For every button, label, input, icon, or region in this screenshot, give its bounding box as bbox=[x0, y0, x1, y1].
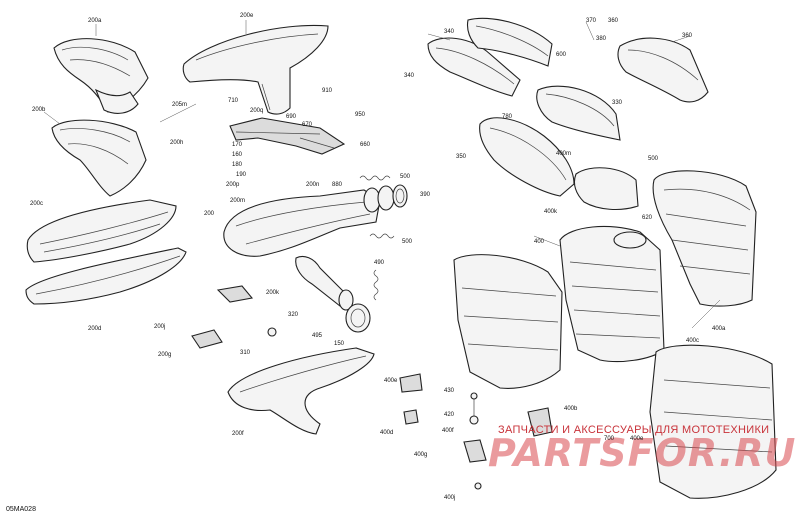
callout-360-a: 360 bbox=[608, 18, 619, 24]
callout-380: 380 bbox=[596, 36, 607, 42]
callout-400j: 400j bbox=[444, 495, 455, 501]
callout-350: 350 bbox=[456, 154, 467, 160]
callout-400e-b: 400e bbox=[630, 436, 644, 442]
callout-370: 370 bbox=[586, 18, 597, 24]
callout-200h: 200h bbox=[170, 140, 183, 146]
callout-780: 780 bbox=[502, 114, 513, 120]
part-200f bbox=[227, 347, 375, 435]
callout-340-a: 340 bbox=[444, 29, 455, 35]
callout-700: 700 bbox=[604, 436, 615, 442]
callout-600: 600 bbox=[556, 52, 567, 58]
callout-500-b: 500 bbox=[402, 239, 413, 245]
callout-200c: 200c bbox=[30, 201, 43, 207]
part-400-box bbox=[559, 225, 665, 363]
callout-400c: 400c bbox=[686, 338, 699, 344]
callout-400g: 400g bbox=[414, 452, 427, 458]
callout-160: 160 bbox=[232, 152, 243, 158]
callout-620: 620 bbox=[642, 215, 653, 221]
callout-180: 180 bbox=[232, 162, 243, 168]
part-360-shield bbox=[617, 37, 709, 103]
part-500-springs bbox=[359, 175, 395, 301]
callout-660: 660 bbox=[360, 142, 371, 148]
part-400b bbox=[453, 254, 563, 389]
callout-190: 190 bbox=[236, 172, 247, 178]
callout-200: 200 bbox=[204, 211, 215, 217]
part-small-brackets bbox=[191, 285, 277, 349]
part-400a bbox=[652, 170, 757, 307]
callout-200e: 200e bbox=[240, 13, 254, 19]
callout-400f: 400f bbox=[442, 428, 454, 434]
watermark-logo: PARTSFOR.RU bbox=[488, 431, 796, 475]
part-150-gasket bbox=[345, 303, 371, 333]
callout-400: 400 bbox=[534, 239, 545, 245]
callout-330: 330 bbox=[612, 100, 623, 106]
callout-670: 670 bbox=[302, 122, 313, 128]
callout-340-b: 340 bbox=[404, 73, 415, 79]
part-bracket-710 bbox=[229, 117, 346, 155]
callout-400d: 400d bbox=[380, 430, 393, 436]
callout-420: 420 bbox=[444, 412, 455, 418]
part-400k bbox=[573, 167, 639, 211]
callout-400m: 400m bbox=[556, 151, 571, 157]
callout-390: 390 bbox=[420, 192, 431, 198]
callout-400a: 400a bbox=[712, 326, 726, 332]
callout-200f: 200f bbox=[232, 431, 244, 437]
drawing-id: 05MA028 bbox=[6, 506, 36, 513]
callout-880: 880 bbox=[332, 182, 343, 188]
callout-200p: 200p bbox=[226, 182, 240, 188]
part-200c bbox=[26, 199, 177, 263]
callout-950: 950 bbox=[355, 112, 366, 118]
callout-200d: 200d bbox=[88, 326, 101, 332]
callout-490: 490 bbox=[374, 260, 385, 266]
callout-360-b: 360 bbox=[682, 33, 693, 39]
callout-400k: 400k bbox=[544, 209, 558, 215]
part-390-rings bbox=[363, 184, 408, 213]
callout-200k: 200k bbox=[266, 290, 280, 296]
callout-910: 910 bbox=[322, 88, 333, 94]
watermark-caption: ЗАПЧАСТИ И АКСЕССУАРЫ ДЛЯ МОТОТЕХНИКИ bbox=[498, 424, 769, 436]
part-340-shields bbox=[427, 17, 553, 97]
callout-200q: 200q bbox=[250, 108, 263, 114]
callout-170: 170 bbox=[232, 142, 243, 148]
part-200-muffler bbox=[223, 189, 381, 257]
part-350-shell bbox=[479, 117, 575, 197]
part-200k-pipe bbox=[295, 255, 354, 311]
callout-710: 710 bbox=[228, 98, 239, 104]
callout-200g: 200g bbox=[158, 352, 171, 358]
part-400c bbox=[649, 344, 777, 499]
callout-205m: 205m bbox=[172, 102, 187, 108]
callout-500-a: 500 bbox=[400, 174, 411, 180]
part-hardware bbox=[399, 373, 553, 490]
callout-500-c: 500 bbox=[648, 156, 659, 162]
callout-310: 310 bbox=[240, 350, 251, 356]
part-330-shield bbox=[536, 85, 621, 141]
callout-200b: 200b bbox=[32, 107, 46, 113]
part-200d bbox=[25, 247, 187, 305]
callout-leaders bbox=[43, 20, 721, 329]
callout-200j: 200j bbox=[154, 324, 165, 330]
callout-690: 690 bbox=[286, 114, 297, 120]
callout-320: 320 bbox=[288, 312, 299, 318]
callout-200n: 200n bbox=[306, 182, 319, 188]
callout-200m: 200m bbox=[230, 198, 245, 204]
callout-400b: 400b bbox=[564, 406, 578, 412]
part-200e bbox=[182, 24, 329, 115]
parts-layer bbox=[25, 17, 777, 499]
part-200b bbox=[51, 119, 147, 197]
callout-150: 150 bbox=[334, 341, 345, 347]
callout-200a: 200a bbox=[88, 18, 102, 24]
watermark: PARTSFOR.RU ЗАПЧАСТИ И АКСЕССУАРЫ ДЛЯ МО… bbox=[488, 424, 796, 475]
part-200a bbox=[53, 38, 149, 114]
callout-400e-a: 400e bbox=[384, 378, 398, 384]
callout-495: 495 bbox=[312, 333, 323, 339]
callout-430: 430 bbox=[444, 388, 455, 394]
callout-labels: 200a 200e 200b 205m 200h 200c 200d 710 2… bbox=[30, 13, 726, 501]
